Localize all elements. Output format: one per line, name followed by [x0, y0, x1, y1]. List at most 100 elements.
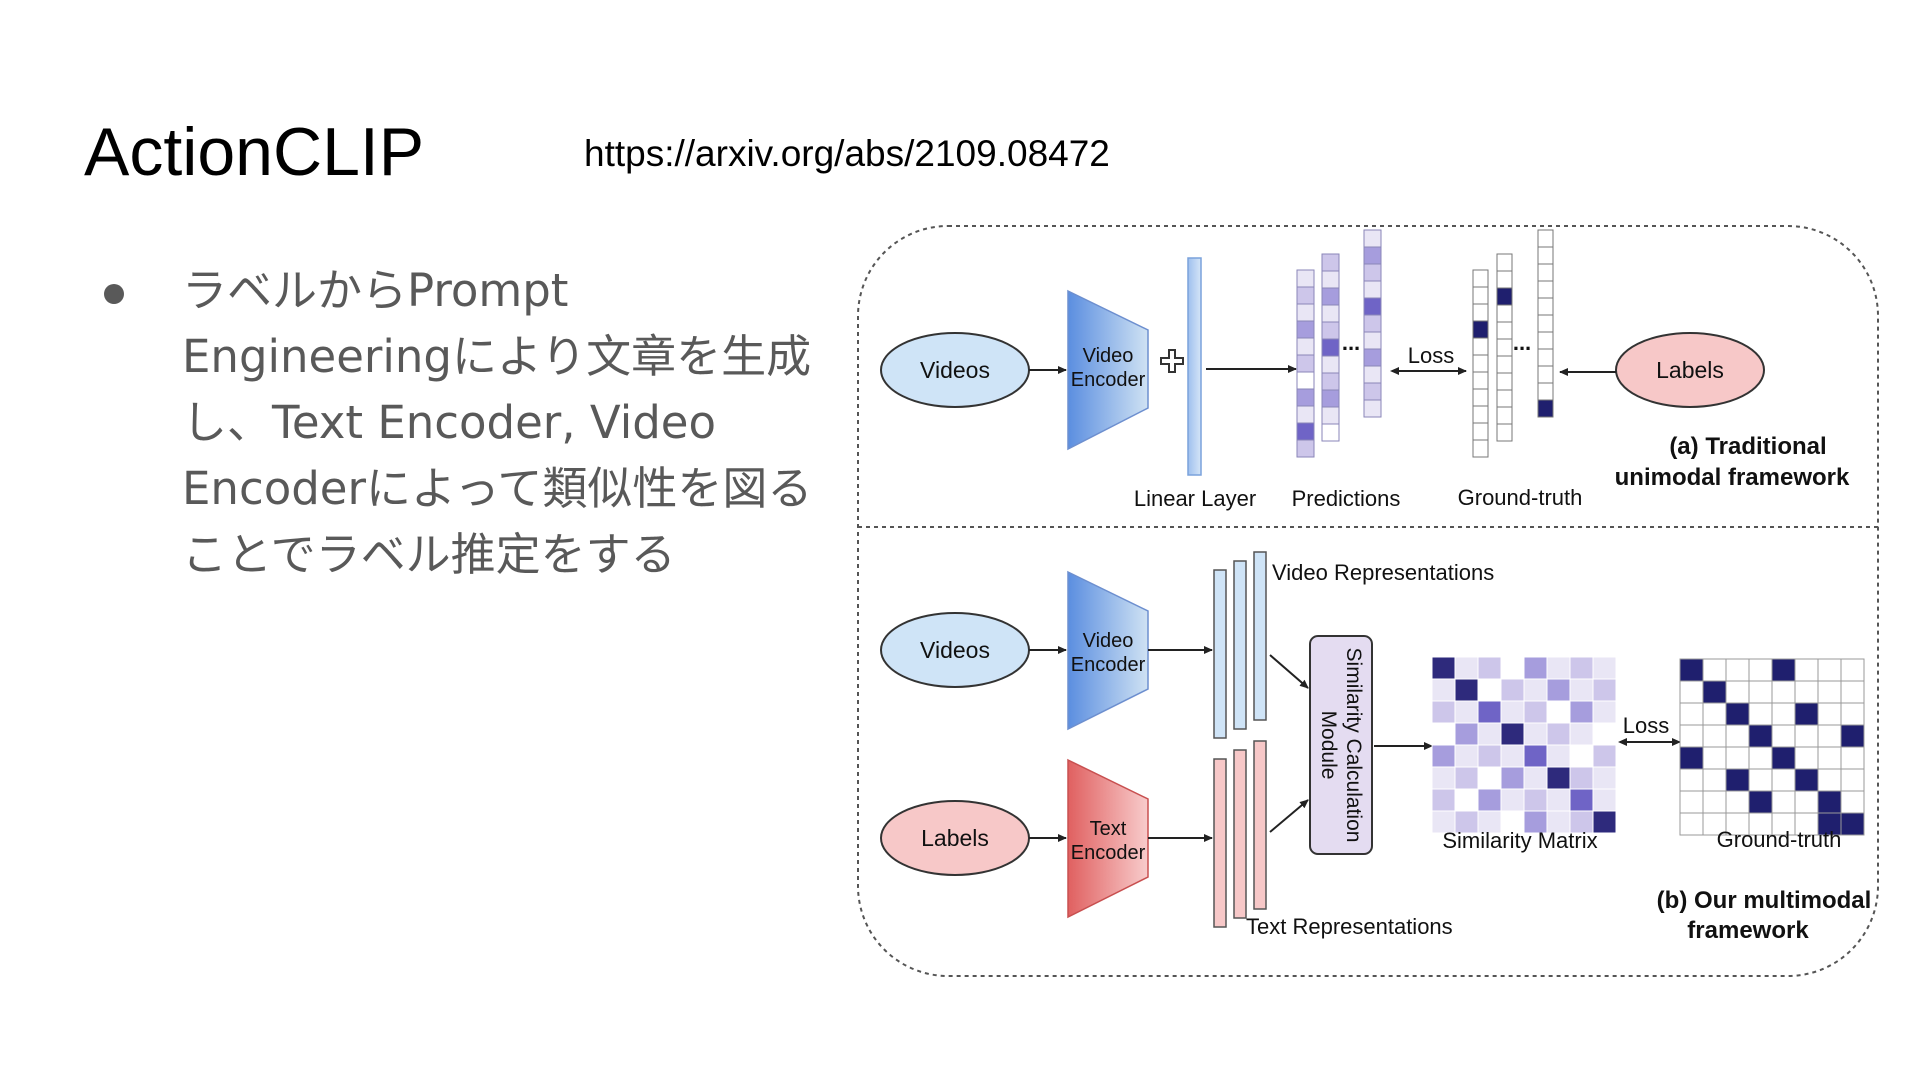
matrix-cell — [1500, 700, 1525, 724]
matrix-cell — [1477, 766, 1502, 790]
matrix-cell — [1363, 399, 1382, 418]
matrix-cell — [1771, 724, 1796, 748]
matrix-cell — [1748, 790, 1773, 814]
matrix-cell — [1748, 724, 1773, 748]
matrix-cell — [1546, 700, 1571, 724]
matrix-cell — [1771, 768, 1796, 792]
matrix-cell — [1725, 790, 1750, 814]
matrix-cell — [1321, 355, 1340, 374]
matrix-cell — [1679, 658, 1704, 682]
text-representation-bars — [1213, 740, 1267, 928]
matrix-cell — [1794, 790, 1819, 814]
matrix-cell — [1537, 314, 1554, 333]
matrix-cell — [1296, 388, 1315, 407]
matrix-cell — [1363, 280, 1382, 299]
matrix-cell — [1477, 656, 1502, 680]
matrix-cell — [1296, 439, 1315, 458]
matrix-cell — [1771, 702, 1796, 726]
matrix-cell — [1321, 423, 1340, 442]
matrix-cell — [1771, 746, 1796, 770]
top-video-encoder — [1067, 289, 1149, 451]
matrix-cell — [1454, 766, 1479, 790]
matrix-cell — [1321, 338, 1340, 357]
matrix-cell — [1748, 658, 1773, 682]
matrix-cell — [1454, 744, 1479, 768]
matrix-cell — [1472, 269, 1489, 288]
matrix-cell — [1748, 702, 1773, 726]
similarity-calculation-module — [1309, 635, 1373, 855]
matrix-cell — [1454, 788, 1479, 812]
video-representations-label: Video Representations — [1272, 560, 1494, 585]
matrix-cell — [1702, 790, 1727, 814]
matrix-cell — [1592, 700, 1617, 724]
matrix-cell — [1569, 678, 1594, 702]
matrix-cell — [1431, 722, 1456, 746]
matrix-cell — [1472, 303, 1489, 322]
caption-a-line-1: (a) Traditional — [1669, 433, 1826, 460]
matrix-cell — [1537, 365, 1554, 384]
matrix-cell — [1679, 746, 1704, 770]
matrix-cell — [1794, 746, 1819, 770]
matrix-cell — [1321, 372, 1340, 391]
matrix-cell — [1296, 371, 1315, 390]
matrix-cell — [1537, 263, 1554, 282]
matrix-cell — [1569, 722, 1594, 746]
matrix-cell — [1725, 680, 1750, 704]
matrix-cell — [1472, 422, 1489, 441]
matrix-cell — [1794, 724, 1819, 748]
matrix-cell — [1321, 270, 1340, 289]
matrix-cell — [1840, 658, 1865, 682]
matrix-cell — [1840, 746, 1865, 770]
matrix-cell — [1363, 365, 1382, 384]
matrix-cell — [1840, 812, 1865, 836]
paper-url[interactable]: https://arxiv.org/abs/2109.08472 — [584, 133, 1110, 174]
matrix-cell — [1537, 348, 1554, 367]
matrix-cell — [1569, 744, 1594, 768]
matrix-cell — [1523, 656, 1548, 680]
bottom-ground-truth-label: Ground-truth — [1717, 827, 1842, 852]
matrix-cell — [1771, 658, 1796, 682]
matrix-cell — [1523, 744, 1548, 768]
ground-truth-vectors — [1472, 229, 1554, 458]
caption-b-line-1: (b) Our multimodal — [1657, 887, 1872, 914]
matrix-cell — [1500, 788, 1525, 812]
matrix-cell — [1472, 405, 1489, 424]
matrix-cell — [1500, 656, 1525, 680]
matrix-cell — [1363, 348, 1382, 367]
matrix-cell — [1592, 744, 1617, 768]
matrix-cell — [1794, 658, 1819, 682]
bottom-video-encoder-label-1: Video — [1083, 630, 1134, 652]
matrix-cell — [1592, 656, 1617, 680]
matrix-cell — [1363, 229, 1382, 248]
matrix-cell — [1817, 658, 1842, 682]
matrix-cell — [1679, 812, 1704, 836]
matrix-cell — [1500, 678, 1525, 702]
ground-truth-matrix — [1679, 658, 1865, 836]
matrix-cell — [1546, 678, 1571, 702]
text-encoder — [1067, 758, 1149, 919]
matrix-cell — [1496, 321, 1513, 340]
matrix-cell — [1546, 788, 1571, 812]
linear-layer-bar — [1187, 257, 1202, 476]
bullet-dot-icon — [104, 284, 124, 304]
matrix-cell — [1569, 656, 1594, 680]
matrix-cell — [1363, 314, 1382, 333]
bottom-video-encoder — [1067, 570, 1149, 731]
caption-b-line-2: framework — [1687, 917, 1809, 944]
matrix-cell — [1296, 286, 1315, 305]
matrix-cell — [1569, 700, 1594, 724]
matrix-cell — [1523, 700, 1548, 724]
matrix-cell — [1296, 303, 1315, 322]
matrix-cell — [1546, 656, 1571, 680]
similarity-matrix-label: Similarity Matrix — [1442, 828, 1597, 853]
matrix-cell — [1794, 702, 1819, 726]
text-encoder-label-2: Encoder — [1071, 842, 1146, 864]
top-labels-label: Labels — [1656, 357, 1724, 383]
matrix-cell — [1496, 406, 1513, 425]
matrix-cell — [1817, 702, 1842, 726]
matrix-cell — [1431, 678, 1456, 702]
matrix-cell — [1431, 656, 1456, 680]
text-representations-label: Text Representations — [1246, 914, 1453, 939]
matrix-cell — [1454, 700, 1479, 724]
